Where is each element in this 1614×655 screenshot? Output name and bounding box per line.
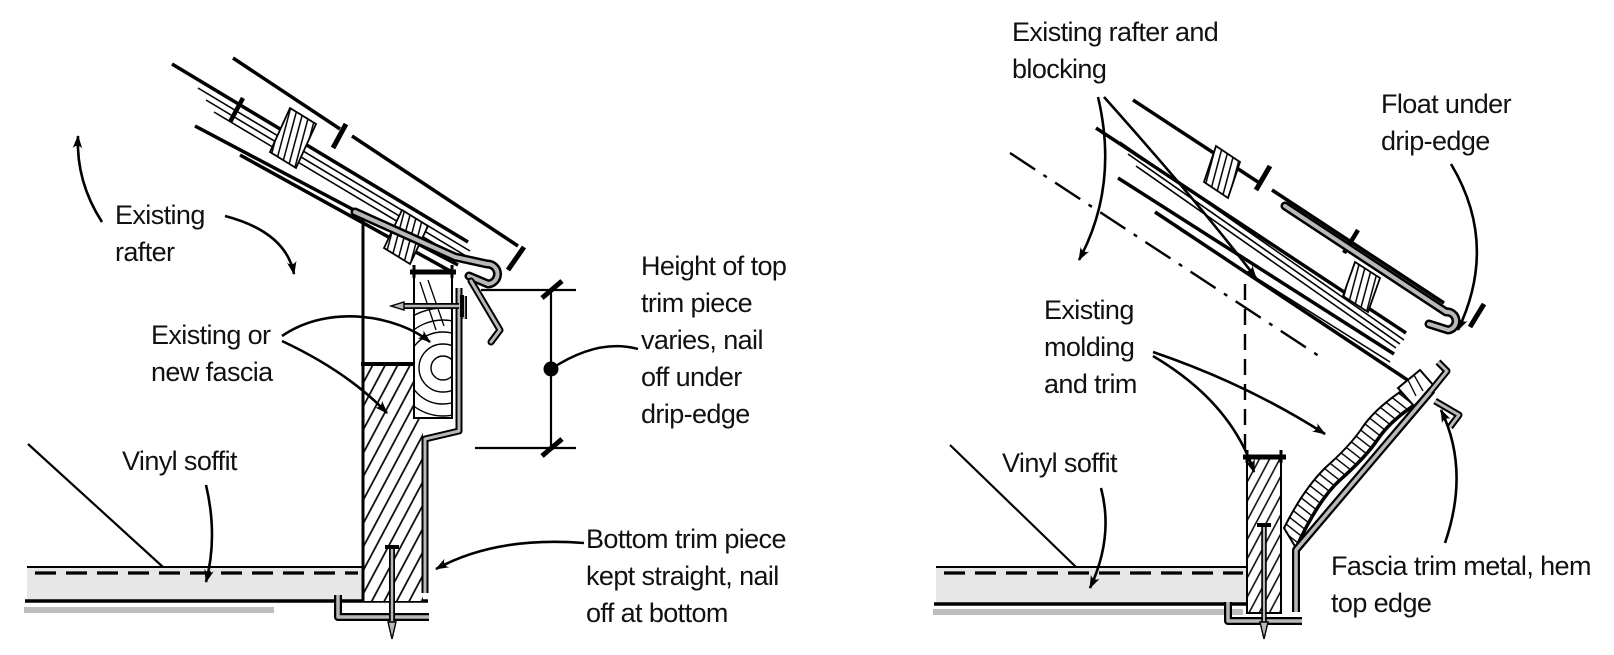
right-vertical-nail bbox=[1257, 523, 1271, 640]
left-wood-block bbox=[410, 265, 456, 419]
label-fascia-trim-metal: Fascia trim metal, hem top edge bbox=[1331, 551, 1591, 618]
label-vinyl-soffit-left: Vinyl soffit bbox=[122, 446, 237, 476]
right-molding bbox=[1282, 368, 1436, 551]
left-vertical-nail bbox=[385, 545, 399, 640]
left-dimension bbox=[475, 279, 639, 458]
left-roof bbox=[171, 56, 527, 274]
label-existing-rafter: Existing rafter bbox=[115, 200, 205, 267]
label-existing-or-new-fascia: Existing or new fascia bbox=[151, 320, 273, 387]
label-bottom-note: Bottom trim piece kept straight, nail of… bbox=[586, 524, 786, 628]
label-float-under-drip-edge: Float under drip-edge bbox=[1381, 89, 1512, 156]
left-leader-arrows bbox=[72, 135, 585, 583]
left-drip-edge bbox=[350, 207, 504, 346]
right-detail-linework bbox=[933, 96, 1487, 640]
right-leader-arrows bbox=[1077, 96, 1479, 589]
left-horizontal-nail bbox=[388, 295, 464, 317]
label-rafter-blocking: Existing rafter and blocking bbox=[1012, 17, 1219, 84]
label-vinyl-soffit-right: Vinyl soffit bbox=[1002, 448, 1117, 478]
left-detail-linework bbox=[24, 56, 639, 640]
label-height-note: Height of top trim piece varies, nail of… bbox=[641, 251, 787, 429]
right-projection-lines bbox=[1009, 151, 1323, 452]
left-bottom-trim-metal bbox=[334, 595, 429, 621]
left-soffit bbox=[24, 443, 428, 613]
right-fascia-trim-metal bbox=[1224, 359, 1463, 625]
label-existing-molding: Existing molding and trim bbox=[1044, 295, 1137, 399]
right-drip-edge bbox=[1280, 201, 1461, 335]
